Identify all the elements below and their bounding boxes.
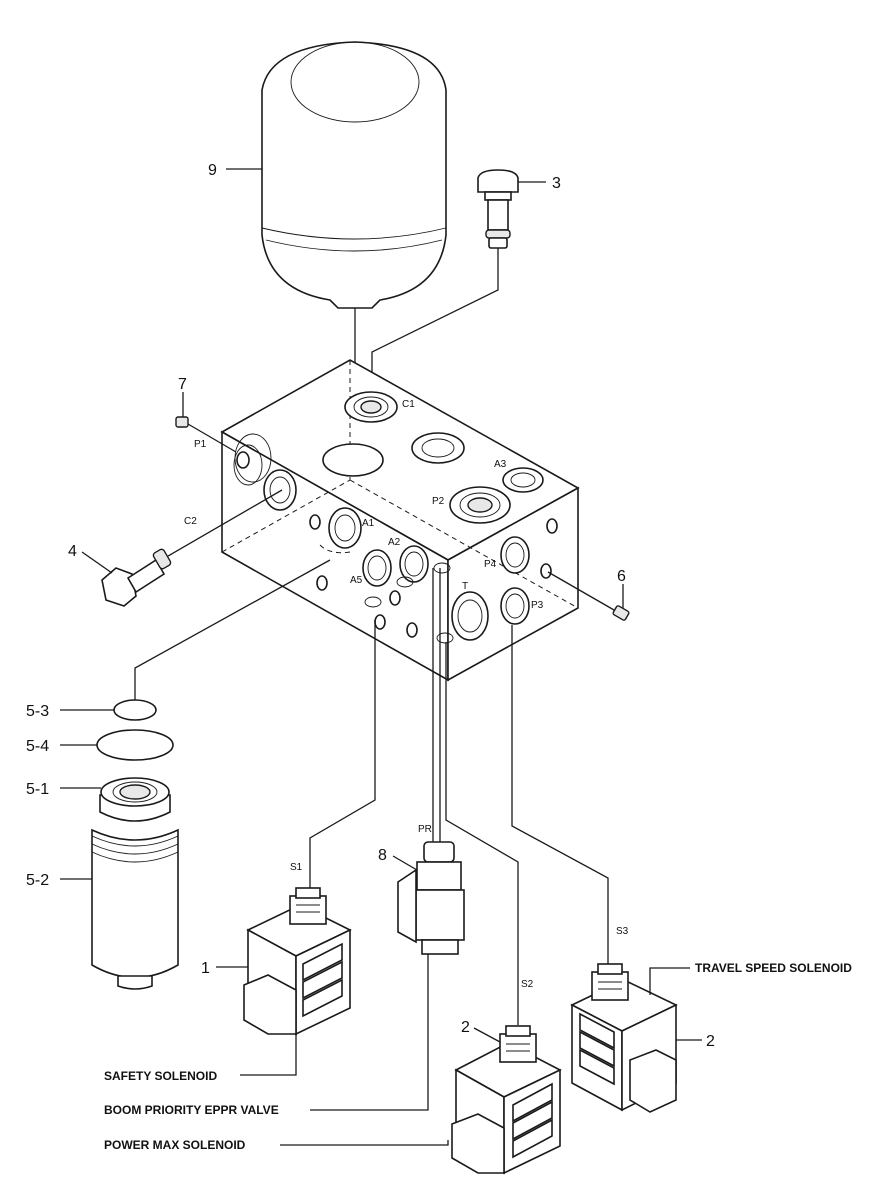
- accumulator-part: [261, 41, 447, 448]
- port-label-s3: S3: [616, 926, 629, 937]
- callout-6: 6: [617, 568, 626, 585]
- port-label-a3: A3: [494, 459, 507, 470]
- leader-s3: [511, 625, 609, 972]
- port-label-a5: A5: [350, 575, 363, 586]
- leader-8: [392, 855, 418, 871]
- caption-travel-speed-solenoid: TRAVEL SPEED SOLENOID: [695, 961, 852, 975]
- power-max-solenoid-part: [280, 1025, 562, 1175]
- caption-power-max-solenoid: POWER MAX SOLENOID: [104, 1138, 246, 1152]
- plug-4-part: [101, 489, 283, 607]
- callout-2-travel: 2: [706, 1033, 715, 1050]
- caption-boom-priority-eppr-valve: BOOM PRIORITY EPPR VALVE: [104, 1103, 279, 1117]
- callout-2-power: 2: [461, 1019, 470, 1036]
- callout-9: 9: [208, 162, 217, 179]
- port-label-t: T: [462, 581, 468, 592]
- callout-5-1: 5-1: [26, 781, 49, 798]
- callout-7: 7: [178, 376, 187, 393]
- port-label-p2: P2: [432, 496, 445, 507]
- set-screw-6-part: [547, 571, 630, 621]
- set-screw-7-part: [175, 416, 237, 453]
- boom-priority-eppr-valve-part: [310, 841, 465, 1111]
- leader-s1: [309, 620, 376, 890]
- port-label-a2: A2: [388, 537, 401, 548]
- travel-speed-solenoid-part: [570, 963, 702, 1113]
- callout-5-4: 5-4: [26, 738, 49, 755]
- leader-4: [81, 551, 113, 574]
- port-label-c2: C2: [184, 516, 197, 527]
- callout-8: 8: [378, 847, 387, 864]
- callout-3: 3: [552, 175, 561, 192]
- leader-s2: [445, 642, 519, 1025]
- callout-1: 1: [201, 960, 210, 977]
- port-label-p4: P4: [484, 559, 497, 570]
- callout-5-2: 5-2: [26, 872, 49, 889]
- leader-2a: [473, 1027, 501, 1043]
- port-label-s2: S2: [521, 979, 534, 990]
- port-label-p1: P1: [194, 439, 207, 450]
- safety-solenoid-part: [243, 887, 352, 1036]
- leader-safety: [240, 1034, 297, 1076]
- port-label-a1: A1: [362, 518, 375, 529]
- caption-safety-solenoid: SAFETY SOLENOID: [104, 1069, 217, 1083]
- callout-5-3: 5-3: [26, 703, 49, 720]
- port-label-pr: PR: [418, 824, 432, 835]
- port-label-c1: C1: [402, 399, 415, 410]
- valve-block-part: [220, 359, 580, 682]
- callout-4: 4: [68, 543, 77, 560]
- port-label-s1: S1: [290, 862, 303, 873]
- port-label-p3: P3: [531, 600, 544, 611]
- filter-assembly-part: [91, 559, 331, 990]
